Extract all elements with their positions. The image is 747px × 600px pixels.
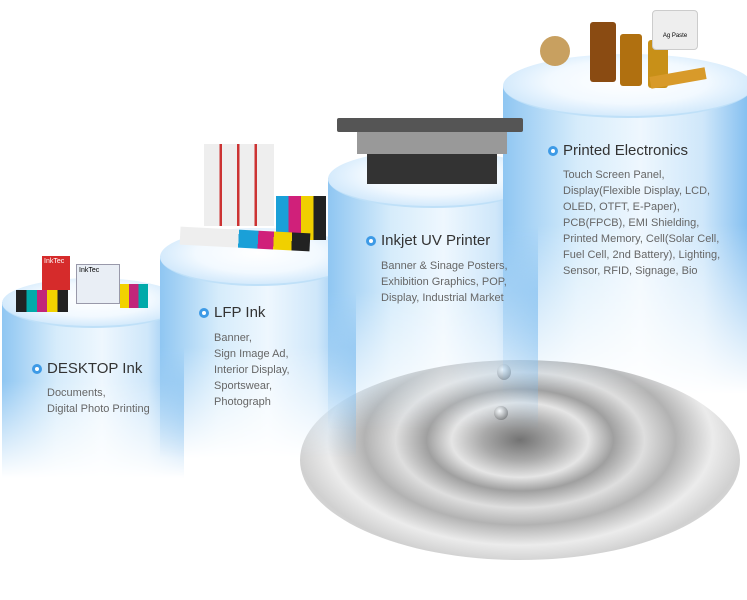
desc-line: Digital Photo Printing <box>47 403 150 415</box>
step-desc-printed-electronics: Touch Screen Panel, Display(Flexible Dis… <box>563 167 720 279</box>
printed-electronics-pedestal <box>503 54 747 394</box>
bullet-icon <box>366 235 376 246</box>
printed-electronics-products-image: Ag Paste <box>540 10 710 105</box>
desc-line: Documents, <box>47 387 106 399</box>
step-desc-lfp-ink: Banner, Sign Image Ad, Interior Display,… <box>214 330 290 410</box>
paste-jar: Ag Paste <box>652 10 698 50</box>
bullet-icon <box>548 145 558 156</box>
step-title-desktop-ink: DESKTOP Ink <box>32 360 142 377</box>
desc-line: Touch Screen Panel, <box>563 169 665 181</box>
desc-line: Fuel Cell, 2nd Battery), Lighting, <box>563 249 721 261</box>
desc-line: Interior Display, <box>214 364 290 376</box>
step-desc-desktop-ink: Documents, Digital Photo Printing <box>47 385 150 417</box>
step-title-printed-electronics: Printed Electronics <box>548 142 688 159</box>
desc-line: Banner, <box>214 332 252 344</box>
desc-line: Printed Memory, Cell(Solar Cell, <box>563 233 720 245</box>
bullet-icon <box>32 363 42 374</box>
title-text: DESKTOP Ink <box>47 360 143 377</box>
desc-line: PCB(FPCB), EMI Shielding, <box>563 217 700 229</box>
desc-line: Exhibition Graphics, POP, <box>381 276 507 288</box>
title-text: LFP Ink <box>214 304 266 321</box>
desc-line: OLED, OTFT, E-Paper), <box>563 201 680 213</box>
bullet-icon <box>199 307 209 318</box>
lfp-ink-products-image <box>179 144 330 264</box>
step-title-lfp-ink: LFP Ink <box>199 304 265 321</box>
desc-line: Sign Image Ad, <box>214 348 289 360</box>
title-text: Inkjet UV Printer <box>381 232 491 249</box>
desc-line: Photograph <box>214 396 271 408</box>
desc-line: Banner & Sinage Posters, <box>381 260 508 272</box>
title-text: Printed Electronics <box>563 142 689 159</box>
desc-line: Display(Flexible Display, LCD, <box>563 185 711 197</box>
lfp-ink-pedestal <box>160 228 356 458</box>
ink-box: InkTec <box>42 256 70 290</box>
step-desc-inkjet-uv: Banner & Sinage Posters, Exhibition Grap… <box>381 258 508 306</box>
desc-line: Display, Industrial Market <box>381 292 504 304</box>
ink-box: InkTec <box>76 264 120 304</box>
desc-line: Sensor, RFID, Signage, Bio <box>563 265 698 277</box>
uv-printer-image <box>337 118 523 188</box>
desktop-ink-products-image: InkTec InkTec <box>16 252 148 314</box>
step-title-inkjet-uv: Inkjet UV Printer <box>366 232 490 249</box>
desc-line: Sportswear, <box>214 380 273 392</box>
